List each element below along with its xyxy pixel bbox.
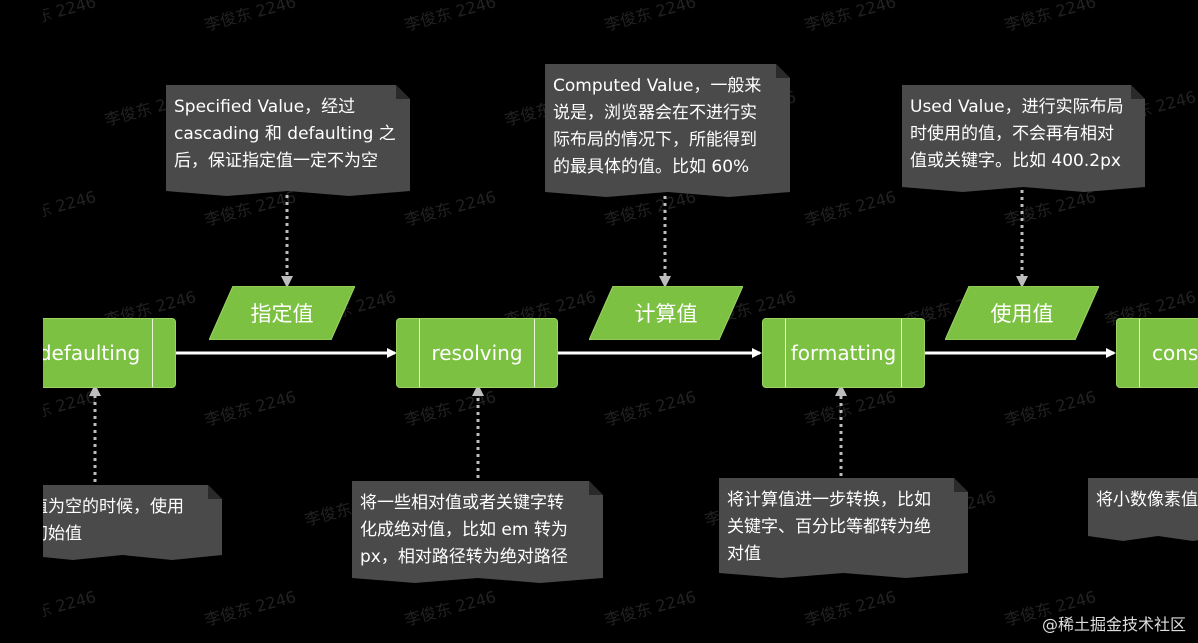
value-used: 使用值 [945, 286, 1099, 340]
parallelogram-shape [589, 286, 743, 340]
process-constraining: cons [1116, 318, 1198, 388]
note-constraining-text: 将小数像素值 [1096, 490, 1198, 510]
value-computed-label: 计算值 [634, 302, 698, 326]
parallelogram-shape [209, 286, 355, 340]
process-bar-left [785, 319, 786, 387]
note-formatting: 将计算值进一步转换，比如 关键字、百分比等都转为绝 对值 [719, 478, 968, 571]
note-specified-text: Specified Value，经过 cascading 和 defaultin… [174, 97, 396, 171]
note-used-text: Used Value，进行实际布局 时使用的值，不会再有相对 值或关键字。比如 … [910, 97, 1124, 171]
value-specified-label: 指定值 [250, 302, 314, 326]
value-specified: 指定值 [209, 286, 355, 340]
connector-layer [89, 190, 1116, 482]
note-resolving-text: 将一些相对值或者关键字转 化成绝对值，比如 em 转为 px，相对路径转为绝对路… [360, 493, 568, 567]
process-resolving-label: resolving [431, 341, 523, 365]
process-bar-right [152, 319, 153, 387]
note-formatting-text: 将计算值进一步转换，比如 关键字、百分比等都转为绝 对值 [727, 490, 931, 564]
value-used-label: 使用值 [990, 302, 1054, 326]
process-bar-right [534, 319, 535, 387]
note-resolving: 将一些相对值或者关键字转 化成绝对值，比如 em 转为 px，相对路径转为绝对路… [352, 481, 603, 576]
process-formatting: formatting [762, 318, 925, 388]
process-bar-right [901, 319, 902, 387]
note-computed-value: Computed Value，一般来 说是，浏览器会在不进行实 际布局的情况下，… [545, 64, 790, 190]
process-defaulting: defaulting [43, 318, 176, 388]
process-formatting-label: formatting [790, 341, 897, 365]
note-defaulting: 值为空的时候，使用 初始值 [43, 485, 222, 553]
note-constraining: 将小数像素值 [1088, 478, 1198, 534]
process-resolving: resolving [396, 318, 558, 388]
process-bar-left [1139, 319, 1140, 387]
note-computed-text: Computed Value，一般来 说是，浏览器会在不进行实 际布局的情况下，… [553, 76, 762, 177]
note-defaulting-text: 值为空的时候，使用 初始值 [43, 497, 184, 544]
process-constraining-label: cons [1152, 341, 1198, 365]
note-specified-value: Specified Value，经过 cascading 和 defaultin… [166, 85, 410, 189]
value-computed: 计算值 [589, 286, 743, 340]
process-bar-left [419, 319, 420, 387]
note-used-value: Used Value，进行实际布局 时使用的值，不会再有相对 值或关键字。比如 … [902, 85, 1145, 185]
site-credit: @稀土掘金技术社区 [1041, 615, 1186, 634]
parallelogram-shape [945, 286, 1099, 340]
process-defaulting-label: defaulting [43, 341, 141, 365]
